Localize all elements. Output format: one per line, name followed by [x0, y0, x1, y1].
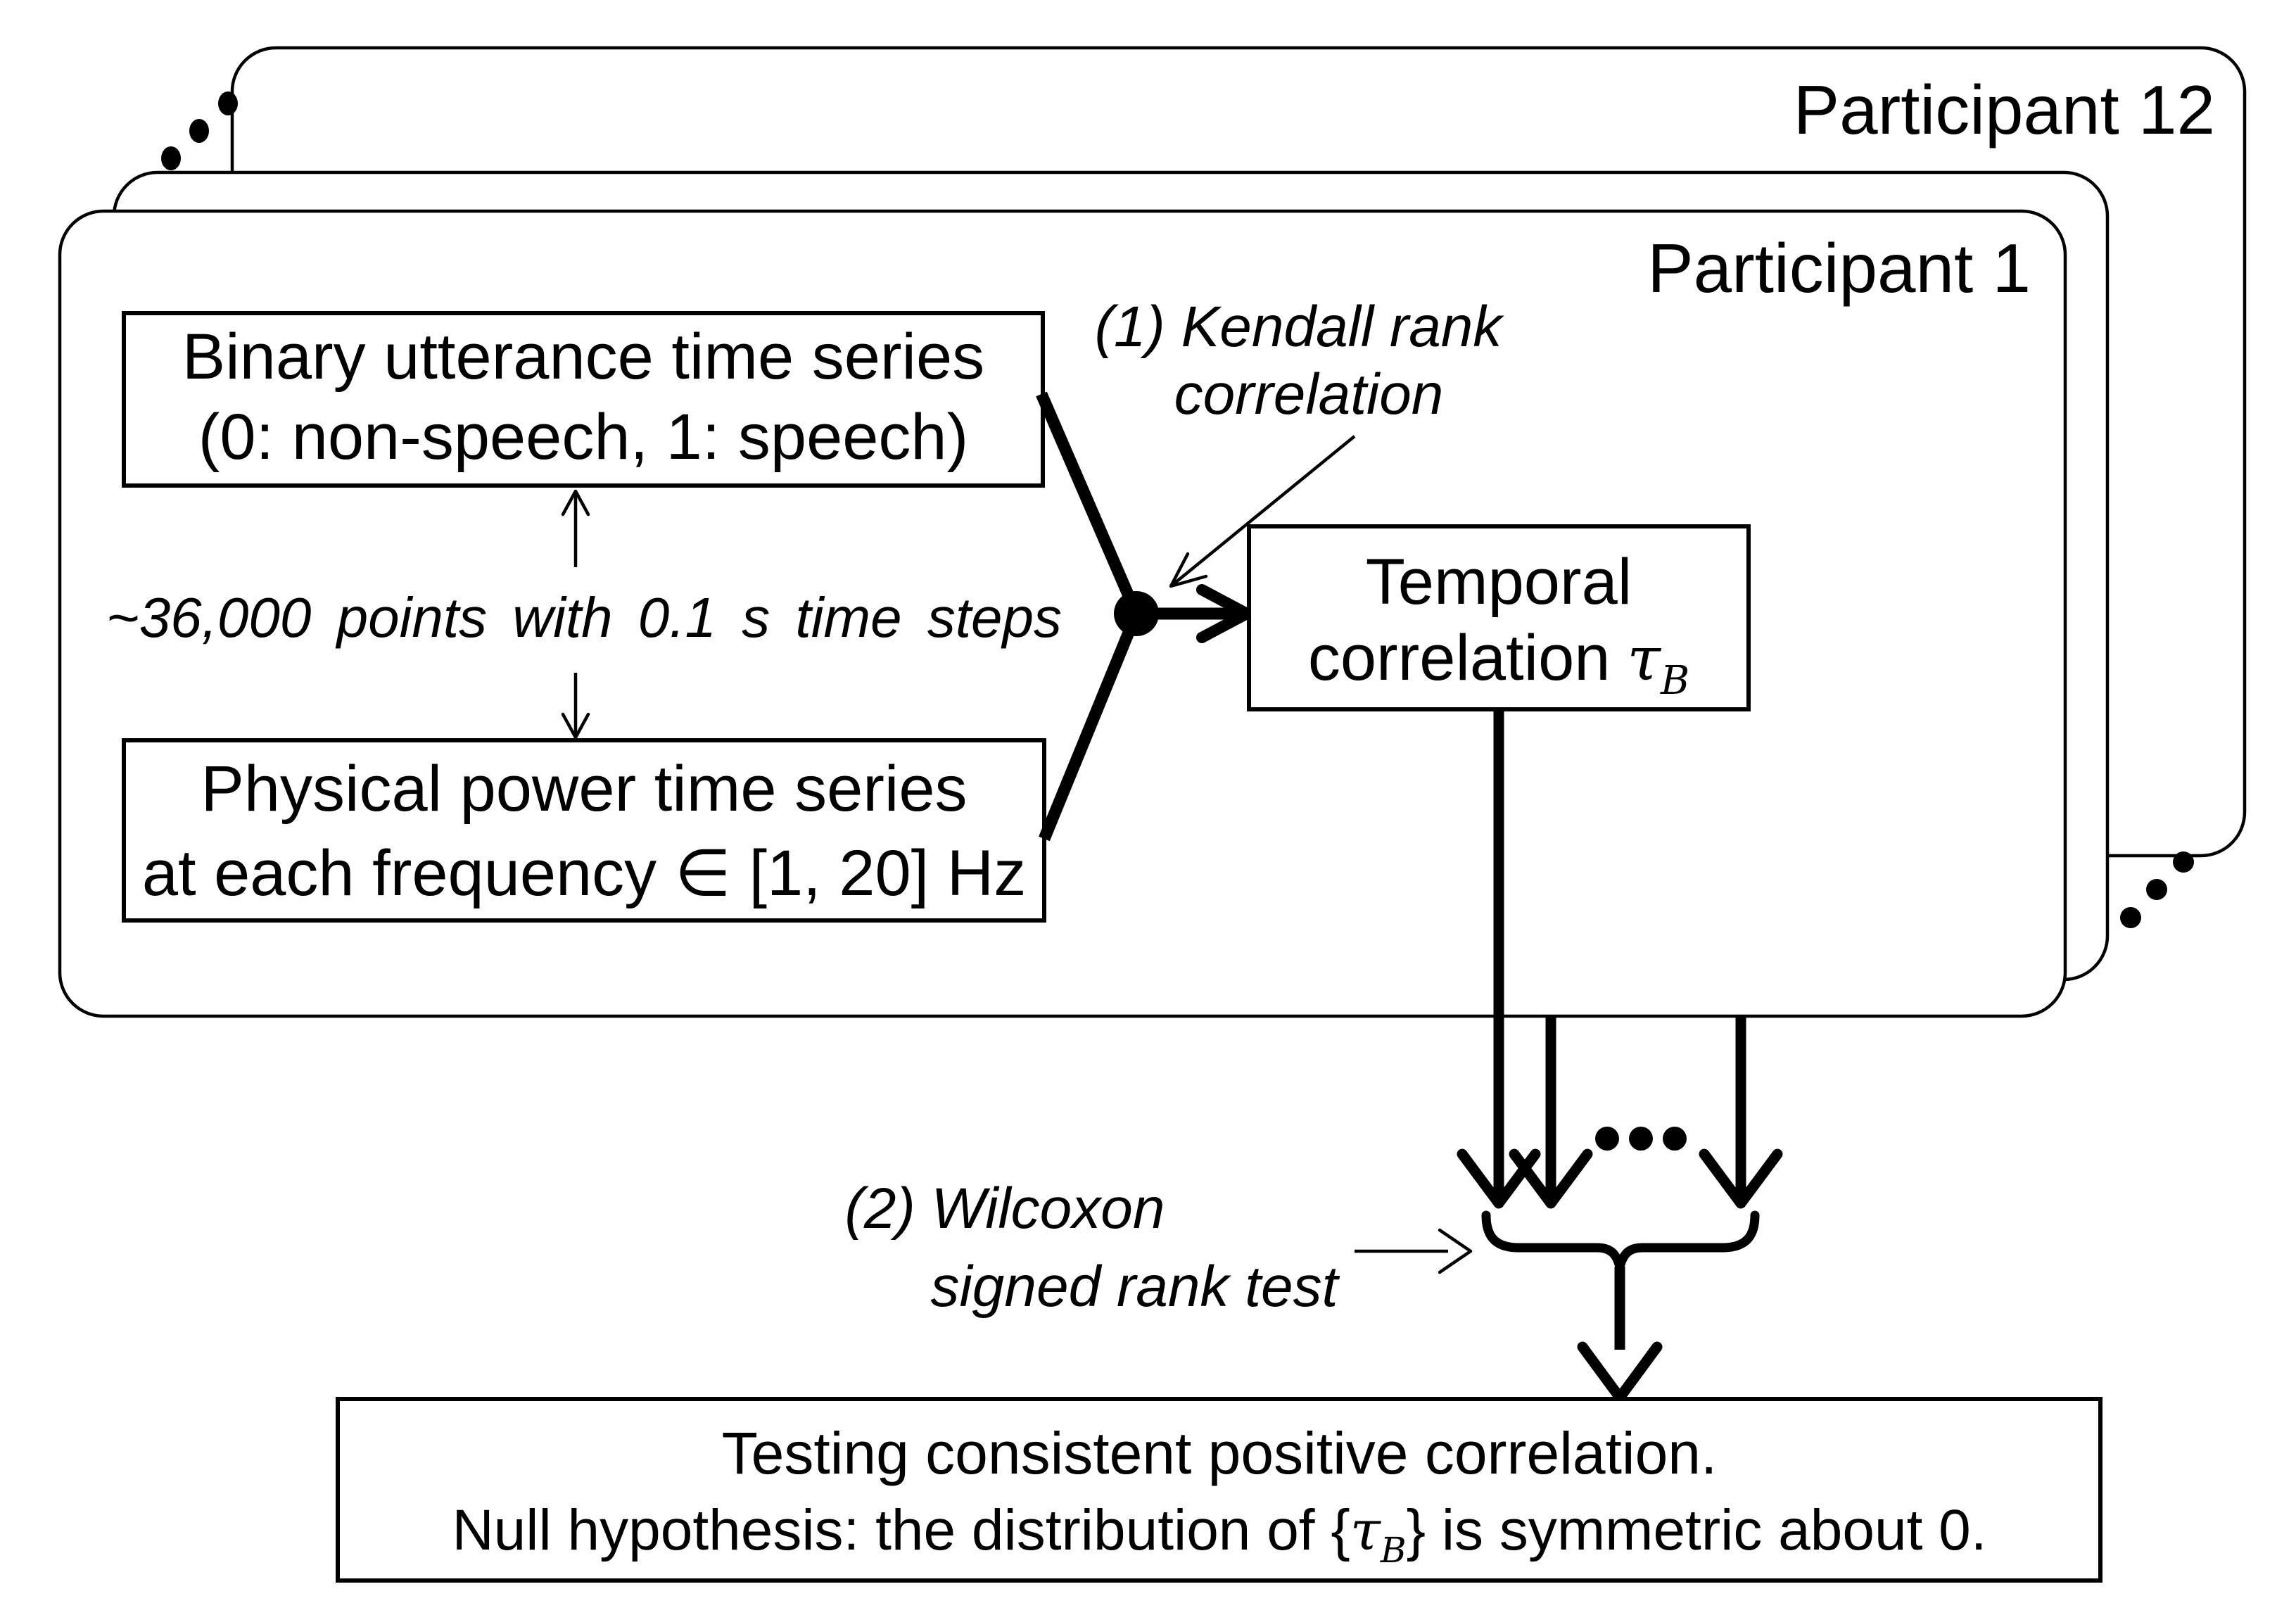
ellipsis-dot — [189, 119, 209, 143]
wilcoxon-label-line1: (2) Wilcoxon — [845, 1177, 1165, 1241]
brace-to-result-arrow — [1577, 1267, 1663, 1403]
ellipsis-dot — [1663, 1127, 1687, 1151]
result-line2-prefix: Null hypothesis: the distribution of { — [452, 1498, 1350, 1562]
participant-12-label: Participant 12 — [1794, 71, 2215, 148]
binary-utterance-line2: (0: non-speech, 1: speech) — [198, 401, 968, 473]
kendall-label-line1: (1) Kendall rank — [1095, 295, 1505, 359]
tau-symbol: τ — [1627, 624, 1661, 695]
tau-subscript: B — [1380, 1530, 1407, 1571]
series-alignment-double-arrow-icon — [561, 489, 590, 740]
tau-collection-arrows — [1457, 709, 1783, 1209]
sampling-note: ~36,000 points with 0.1 s time steps — [106, 586, 1062, 649]
temporal-correlation-line2-text: correlation — [1308, 622, 1611, 694]
wilcoxon-pointer-head-icon — [1438, 1228, 1473, 1274]
physical-power-line2: at each frequency ∈ [1, 20] Hz — [142, 837, 1026, 909]
collection-brace-icon — [1481, 1210, 1760, 1285]
kendall-pointer-head-icon — [1169, 552, 1208, 588]
ellipsis-dot — [2120, 907, 2141, 928]
junction-line-from-physical — [1039, 611, 1142, 842]
ellipsis-dot — [2173, 851, 2194, 873]
wilcoxon-label-line2: signed rank test — [931, 1255, 1340, 1319]
tau-arrow-3-head-icon — [1699, 1148, 1783, 1209]
ellipsis-dot — [218, 91, 238, 115]
stack-ellipsis-top-left-icon — [161, 91, 238, 170]
stack-ellipsis-bottom-right-icon — [2120, 851, 2194, 928]
kendall-label-line2: correlation — [1174, 362, 1444, 426]
kendall-pointer-shaft — [1169, 435, 1356, 588]
physical-power-line1: Physical power time series — [201, 753, 967, 825]
arrow-up-head-icon — [561, 489, 590, 517]
ellipsis-dot — [1595, 1127, 1619, 1151]
result-arrow-head-icon — [1577, 1341, 1663, 1403]
correlation-junction — [1036, 391, 1252, 842]
wilcoxon-pointer-arrow-icon — [1355, 1228, 1473, 1274]
physical-power-box — [122, 738, 1046, 923]
binary-utterance-line1: Binary utterance time series — [182, 321, 984, 393]
result-line1: Testing consistent positive correlation. — [722, 1420, 1718, 1486]
junction-line-from-binary — [1036, 391, 1142, 616]
tau-arrows-ellipsis-icon — [1595, 1127, 1687, 1151]
result-line2: Null hypothesis: the distribution of {τB… — [452, 1498, 1986, 1571]
temporal-correlation-line1: Temporal — [1366, 546, 1632, 618]
result-line2-suffix: } is symmetric about 0. — [1407, 1498, 1987, 1562]
tau-symbol: τ — [1350, 1500, 1382, 1563]
participant-1-label: Participant 1 — [1647, 229, 2031, 307]
result-box — [336, 1397, 2102, 1583]
ellipsis-dot — [2146, 879, 2167, 900]
kendall-pointer-arrow-icon — [1169, 435, 1356, 588]
ellipsis-dot — [161, 146, 181, 170]
tau-subscript: B — [1660, 658, 1689, 704]
ellipsis-dot — [1629, 1127, 1653, 1151]
tau-arrow-2-head-icon — [1509, 1148, 1593, 1209]
arrow-down-head-icon — [561, 712, 590, 740]
